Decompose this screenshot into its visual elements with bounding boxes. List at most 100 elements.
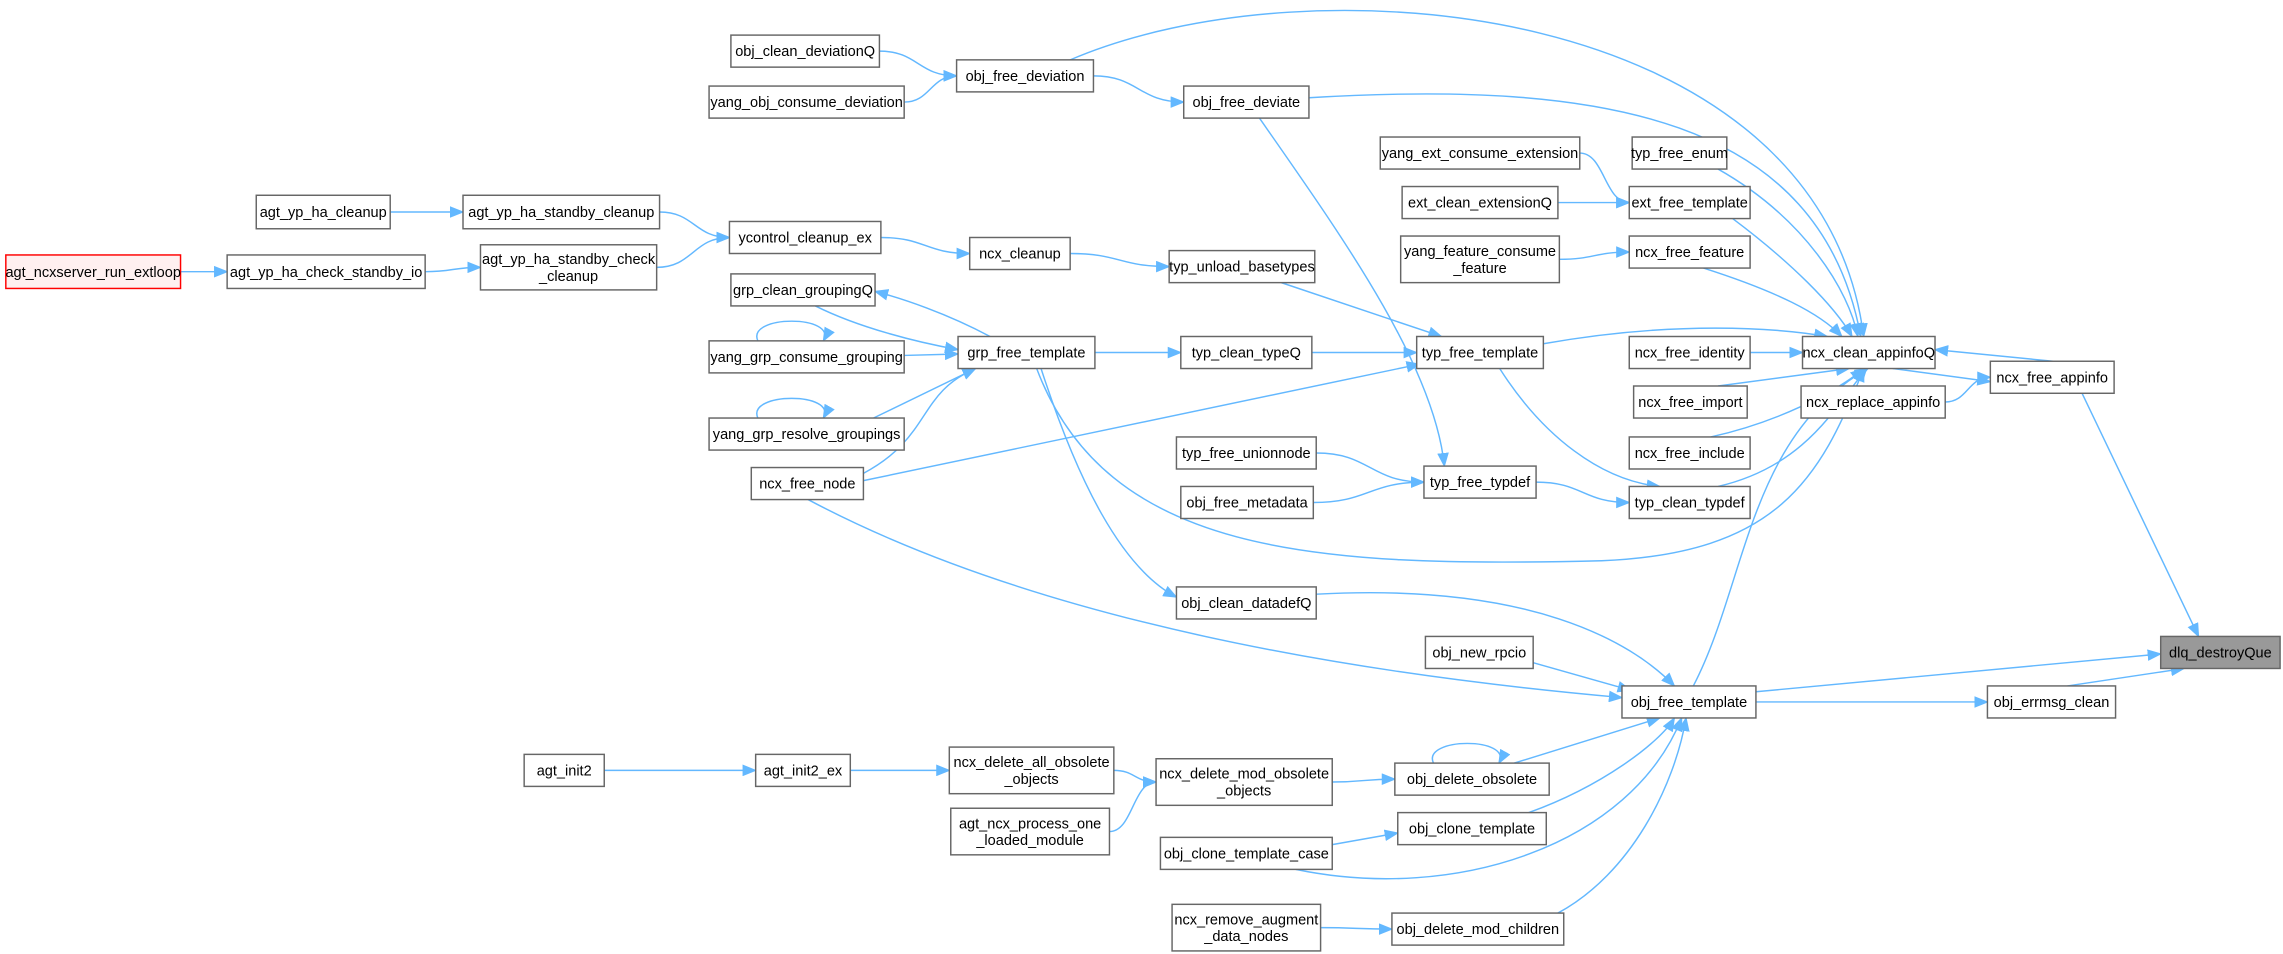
node-ncx-free-include[interactable]: ncx_free_include <box>1628 436 1751 470</box>
node-obj-clean-deviationq[interactable]: obj_clean_deviationQ <box>730 34 881 68</box>
node-obj-delete-mod-children[interactable]: obj_delete_mod_children <box>1391 912 1565 946</box>
edge-ncx-remove-augment-data-nodes-to-obj-delete-mod-children <box>1320 923 1394 935</box>
edge-ycontrol-cleanup-ex-to-ncx-cleanup <box>880 236 972 260</box>
edge-obj-free-deviate-to-typ-free-typdef <box>1258 117 1449 468</box>
edge-obj-clone-template-case-to-obj-free-template <box>1295 716 1683 880</box>
node-ncx-replace-appinfo[interactable]: ncx_replace_appinfo <box>1800 385 1946 419</box>
node-label: _objects <box>1003 772 1058 788</box>
node-box <box>708 340 905 374</box>
edge-grp-free-template-to-grp-clean-groupingq <box>873 289 991 338</box>
node-agt-yp-ha-check-standby-io[interactable]: agt_yp_ha_check_standby_io <box>226 254 426 290</box>
node-grp-clean-groupingq[interactable]: grp_clean_groupingQ <box>730 273 876 307</box>
node-obj-free-metadata[interactable]: obj_free_metadata <box>1180 485 1315 520</box>
edge-obj-delete-obsolete-to-obj-delete-obsolete <box>1431 742 1511 765</box>
edge-obj-free-metadata-to-typ-free-typdef <box>1313 476 1426 504</box>
node-box <box>1631 136 1728 170</box>
node-obj-new-rpcio[interactable]: obj_new_rpcio <box>1424 635 1534 670</box>
node-label: yang_feature_consume <box>1404 244 1556 260</box>
node-ncx-delete-all-obsolete-objects[interactable]: ncx_delete_all_obsolete_objects <box>948 746 1115 795</box>
edge-typ-unload-basetypes-to-typ-free-template <box>1281 281 1443 338</box>
node-box <box>1175 436 1317 470</box>
node-ext-clean-extensionq[interactable]: ext_clean_extensionQ <box>1401 185 1559 220</box>
node-label: _cleanup <box>538 269 598 285</box>
node-typ-unload-basetypes[interactable]: typ_unload_basetypes <box>1168 249 1316 284</box>
node-label: typ_free_unionnode <box>1182 446 1311 462</box>
node-agt-yp-ha-standby-cleanup[interactable]: agt_yp_ha_standby_cleanup <box>462 194 661 230</box>
node-typ-clean-typdef[interactable]: typ_clean_typdef <box>1628 485 1751 520</box>
node-box <box>1415 335 1545 370</box>
node-ncx-free-appinfo[interactable]: ncx_free_appinfo <box>1989 360 2115 395</box>
node-label: obj_free_deviate <box>1193 95 1301 111</box>
node-typ-free-typdef[interactable]: typ_free_typdef <box>1423 465 1537 499</box>
node-ncx-delete-mod-obsolete-objects[interactable]: ncx_delete_mod_obsolete_objects <box>1155 758 1333 807</box>
node-typ-free-unionnode[interactable]: typ_free_unionnode <box>1175 436 1317 470</box>
node-ncx-free-feature[interactable]: ncx_free_feature <box>1628 235 1751 269</box>
node-ncx-free-import[interactable]: ncx_free_import <box>1632 385 1748 419</box>
node-box <box>708 417 905 451</box>
node-yang-ext-consume-extension[interactable]: yang_ext_consume_extension <box>1379 136 1581 170</box>
edges-layer <box>180 9 2200 935</box>
node-box <box>754 753 852 788</box>
edge-ncx-cleanup-to-typ-unload-basetypes <box>1070 252 1171 273</box>
edge-obj-delete-obsolete-to-obj-free-template <box>1514 716 1662 764</box>
node-label: agt_yp_ha_cleanup <box>260 205 387 221</box>
node-ext-free-template[interactable]: ext_free_template <box>1628 185 1751 220</box>
node-label: grp_clean_groupingQ <box>733 283 873 299</box>
node-box <box>950 807 1111 856</box>
node-box <box>1628 185 1751 220</box>
edge-grp-free-template-to-obj-clean-datadefq <box>1040 368 1178 598</box>
node-obj-free-deviate[interactable]: obj_free_deviate <box>1182 85 1310 119</box>
node-yang-feature-consume-feature[interactable]: yang_feature_consume_feature <box>1399 235 1561 284</box>
node-box <box>226 254 426 290</box>
node-box <box>1399 235 1561 284</box>
node-obj-delete-obsolete[interactable]: obj_delete_obsolete <box>1394 762 1550 796</box>
node-ncx-free-identity[interactable]: ncx_free_identity <box>1628 335 1751 370</box>
node-agt-init2-ex[interactable]: agt_init2_ex <box>754 753 852 788</box>
node-ncx-free-node[interactable]: ncx_free_node <box>750 466 865 501</box>
node-label: agt_init2 <box>537 763 592 779</box>
edge-obj-clean-deviationq-to-obj-free-deviation <box>879 50 959 82</box>
node-typ-clean-typeq[interactable]: typ_clean_typeQ <box>1180 335 1313 370</box>
node-ncx-cleanup[interactable]: ncx_cleanup <box>968 236 1071 271</box>
edge-yang-grp-consume-grouping-to-yang-grp-consume-grouping <box>756 320 835 343</box>
node-agt-yp-ha-standby-check-cleanup[interactable]: agt_yp_ha_standby_check_cleanup <box>479 244 658 291</box>
node-grp-free-template[interactable]: grp_free_template <box>957 335 1096 370</box>
edge-agt-ncx-process-one-loaded-module-to-ncx-delete-mod-obsolete-objects <box>1109 776 1158 833</box>
node-yang-grp-resolve-groupings[interactable]: yang_grp_resolve_groupings <box>708 417 905 451</box>
node-obj-clone-template[interactable]: obj_clone_template <box>1397 811 1547 846</box>
node-label: typ_free_typdef <box>1430 475 1531 491</box>
node-obj-clone-template-case[interactable]: obj_clone_template_case <box>1159 836 1333 871</box>
node-obj-errmsg-clean[interactable]: obj_errmsg_clean <box>1986 685 2117 719</box>
node-label: ncx_clean_appinfoQ <box>1802 346 1935 362</box>
node-obj-clean-datadefq[interactable]: obj_clean_datadefQ <box>1175 586 1317 620</box>
node-box <box>1180 335 1313 370</box>
node-dlq-destroyque[interactable]: dlq_destroyQue <box>2159 635 2281 670</box>
edge-obj-errmsg-clean-to-dlq-destroyque <box>2067 664 2186 687</box>
node-label: agt_yp_ha_check_standby_io <box>230 265 422 281</box>
node-box <box>750 466 865 501</box>
node-obj-free-deviation[interactable]: obj_free_deviation <box>955 59 1095 93</box>
node-box <box>5 254 182 290</box>
node-label: obj_clone_template_case <box>1164 846 1329 862</box>
node-label: ncx_delete_mod_obsolete <box>1159 767 1329 783</box>
node-agt-ncxserver-run-extloop[interactable]: agt_ncxserver_run_extloop <box>5 254 182 290</box>
node-box <box>728 220 882 255</box>
node-typ-free-enum[interactable]: typ_free_enum <box>1631 136 1728 170</box>
node-obj-free-template[interactable]: obj_free_template <box>1621 685 1757 719</box>
node-label: ncx_delete_all_obsolete <box>954 755 1110 771</box>
node-ncx-remove-augment-data-nodes[interactable]: ncx_remove_augment_data_nodes <box>1171 903 1322 952</box>
node-agt-ncx-process-one-loaded-module[interactable]: agt_ncx_process_one_loaded_module <box>950 807 1111 856</box>
node-yang-grp-consume-grouping[interactable]: yang_grp_consume_grouping <box>708 340 905 374</box>
node-ncx-clean-appinfoq[interactable]: ncx_clean_appinfoQ <box>1801 335 1936 370</box>
node-typ-free-template[interactable]: typ_free_template <box>1415 335 1545 370</box>
node-label: agt_yp_ha_standby_check <box>482 252 656 268</box>
node-agt-init2[interactable]: agt_init2 <box>523 753 605 788</box>
node-label: ext_clean_extensionQ <box>1408 196 1552 212</box>
node-yang-obj-consume-deviation[interactable]: yang_obj_consume_deviation <box>708 85 905 119</box>
node-ycontrol-cleanup-ex[interactable]: ycontrol_cleanup_ex <box>728 220 882 255</box>
edge-yang-ext-consume-extension-to-ext-free-template <box>1579 152 1631 209</box>
edge-typ-free-template-to-ncx-clean-appinfoq <box>1543 327 1829 345</box>
node-agt-yp-ha-cleanup[interactable]: agt_yp_ha_cleanup <box>255 194 391 230</box>
edge-agt-yp-ha-standby-check-cleanup-to-ycontrol-cleanup-ex <box>656 231 731 269</box>
edge-ncx-replace-appinfo-to-ncx-free-appinfo <box>1945 371 1992 403</box>
